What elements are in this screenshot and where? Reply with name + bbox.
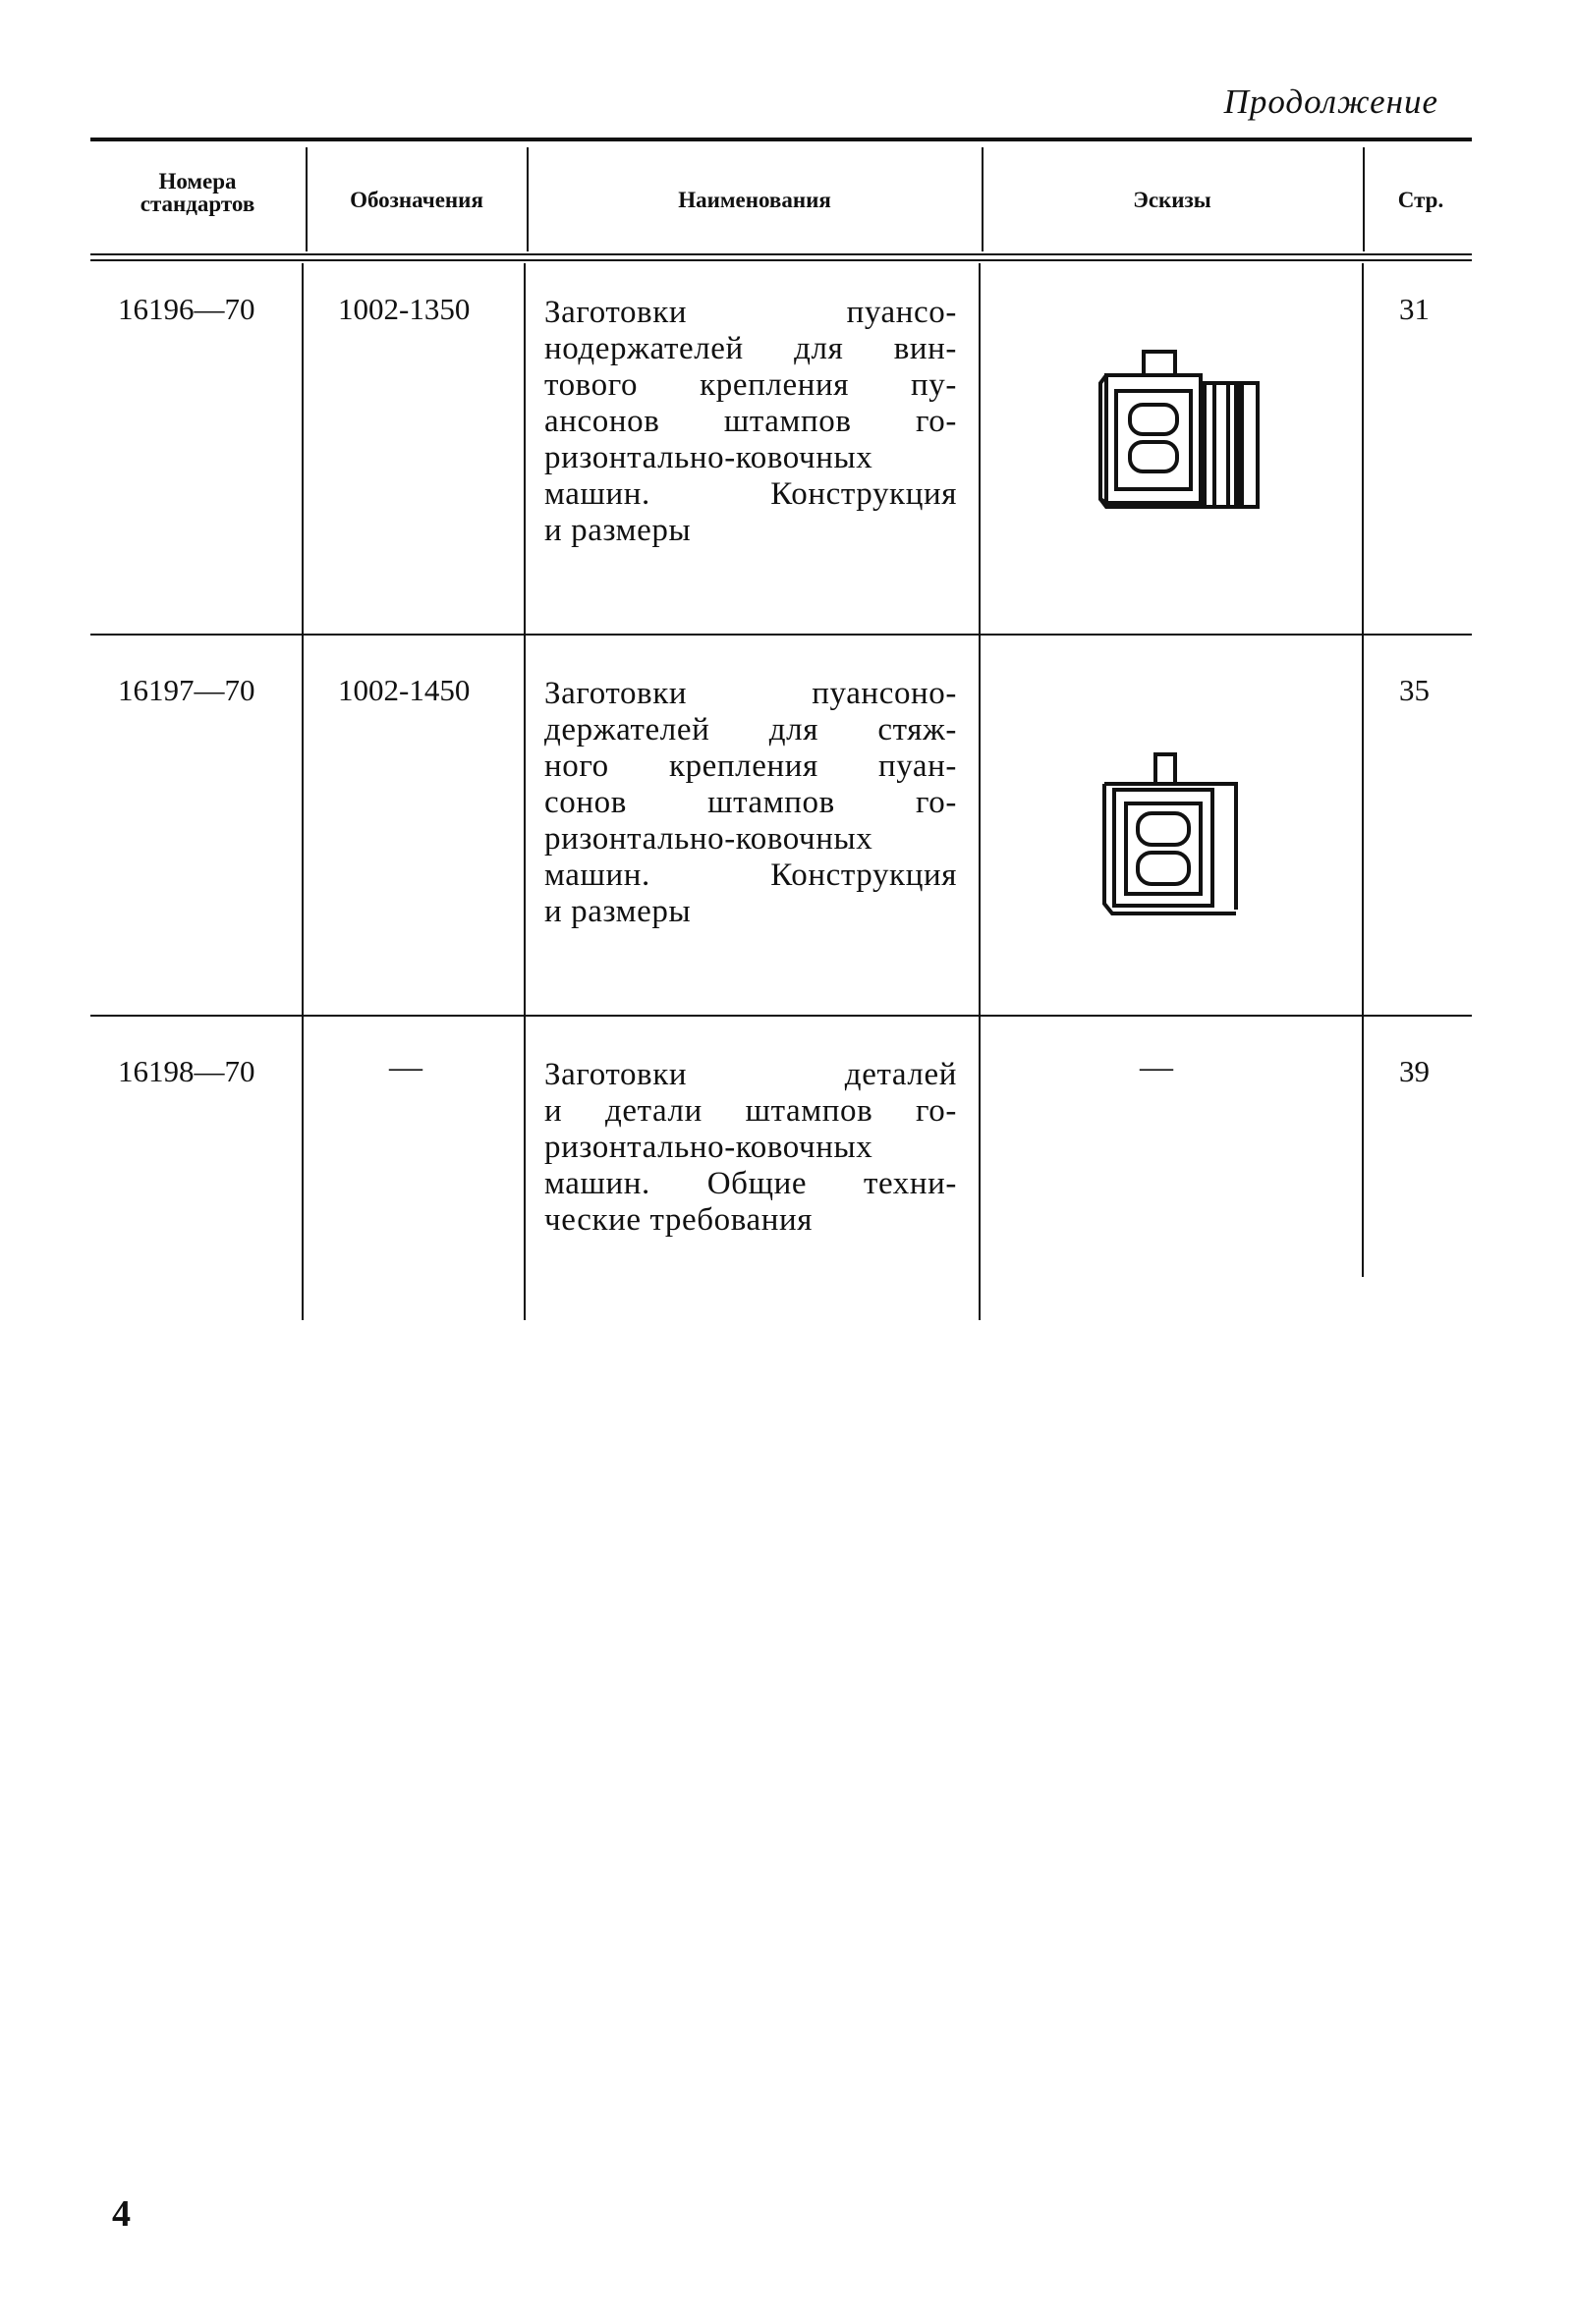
- column-divider: [524, 263, 526, 1320]
- header-sketches: Эскизы: [1133, 188, 1211, 212]
- table-row-3-sketch: —: [1140, 1049, 1173, 1085]
- column-divider: [302, 263, 304, 1320]
- table-row-2-name-line: и размеры: [544, 894, 692, 929]
- table-row-2-standard: 16197—70: [118, 673, 255, 707]
- table-row-3-name-line: Заготовки деталей: [544, 1057, 957, 1092]
- table-row-2-name-line: держателей для стяж-: [544, 712, 957, 747]
- table-row-3-name-line: машин. Общие техни-: [544, 1166, 957, 1201]
- table-row-2-designation: 1002-1450: [338, 673, 471, 707]
- table-top-rule: [90, 138, 1472, 141]
- table-row-1-name-line: ансонов штампов го-: [544, 404, 957, 439]
- table-row-2-name: Заготовки пуансоно- держателей для стяж-…: [544, 676, 957, 930]
- header-designations: Обозначения: [350, 188, 483, 212]
- table-row-2-name-line: сонов штампов го-: [544, 785, 957, 820]
- column-divider: [1362, 263, 1364, 1277]
- header-page: Стр.: [1397, 188, 1444, 212]
- header-divider: [527, 147, 529, 251]
- header-bottom-rule: [90, 259, 1472, 261]
- table-row-1-name-line: машин. Конструкция: [544, 476, 957, 512]
- table-row-3-name-line: ризонтально-ковочных: [544, 1130, 873, 1165]
- header-divider: [306, 147, 308, 251]
- header-standards-line1: Номера: [158, 169, 237, 194]
- header-divider: [1363, 147, 1365, 251]
- header-standards-line2: стандартов: [140, 192, 255, 216]
- punch-holder-screw-sketch-icon: [1098, 350, 1260, 509]
- header-standards: Номера стандартов: [98, 170, 297, 215]
- table-row-2-name-line: Заготовки пуансоно-: [544, 676, 957, 711]
- table-row-1-name: Заготовки пуансо- нодержателей для вин- …: [544, 295, 957, 549]
- table-row-1-name-line: и размеры: [544, 513, 692, 548]
- column-divider: [979, 263, 981, 1320]
- table-row-1-name-line: ризонтально-ковочных: [544, 440, 873, 475]
- continuation-label: Продолжение: [1223, 83, 1438, 121]
- row-separator: [90, 634, 1472, 636]
- table-row-2-name-line: машин. Конструкция: [544, 858, 957, 893]
- table-row-1-designation: 1002-1350: [338, 292, 471, 326]
- table-row-1-page: 31: [1399, 292, 1430, 326]
- punch-holder-clamp-sketch-icon: [1102, 752, 1238, 915]
- table-row-1-name-line: Заготовки пуансо-: [544, 295, 957, 330]
- table-row-1-name-line: тового крепления пу-: [544, 367, 957, 403]
- header-bottom-rule: [90, 253, 1472, 255]
- table-row-3-name: Заготовки деталей и детали штампов го- р…: [544, 1057, 957, 1239]
- table-row-3-name-line: ческие требования: [544, 1202, 814, 1238]
- header-divider: [982, 147, 984, 251]
- table-row-3-designation: —: [389, 1049, 422, 1085]
- table-row-1-name-line: нодержателей для вин-: [544, 331, 957, 366]
- row-separator: [90, 1015, 1472, 1017]
- table-row-2-page: 35: [1399, 673, 1430, 707]
- page-number: 4: [112, 2193, 131, 2235]
- table-row-2-name-line: ного крепления пуан-: [544, 748, 957, 784]
- table-row-3-standard: 16198—70: [118, 1054, 255, 1088]
- header-names: Наименования: [678, 188, 831, 212]
- table-row-3-page: 39: [1399, 1054, 1430, 1088]
- table-row-2-name-line: ризонтально-ковочных: [544, 821, 873, 857]
- table-row-1-standard: 16196—70: [118, 292, 255, 326]
- table-row-3-name-line: и детали штампов го-: [544, 1093, 957, 1129]
